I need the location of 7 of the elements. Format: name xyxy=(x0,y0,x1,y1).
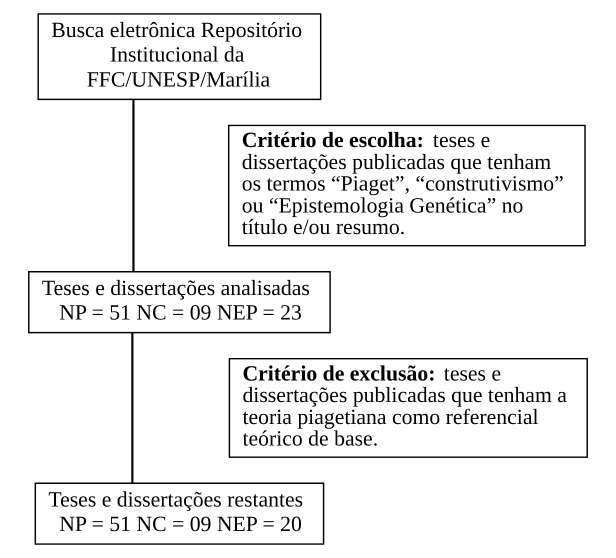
node-box: Teses e dissertações analisadas NP = 51 NC = 09 NEP = 23 xyxy=(28,271,331,334)
node-box: Critério de escolha: teses e dissertações publicadas que tenham os termos “Piaget”, “construtivismo” ou “Epistemologia Genética” no título e/ou resumo. xyxy=(228,124,586,246)
node-box: Critério de exclusão: teses e dissertações publicadas que tenham a teoria piagetiana como referencial teórico de base. xyxy=(228,358,588,458)
connector xyxy=(131,332,134,483)
node-box: Busca eletrônica Repositório Institucional da FFC/UNESP/Marília xyxy=(37,13,322,100)
connector xyxy=(132,99,135,272)
node-box: Teses e dissertações restantes NP = 51 NC = 09 NEP = 20 xyxy=(34,482,324,545)
